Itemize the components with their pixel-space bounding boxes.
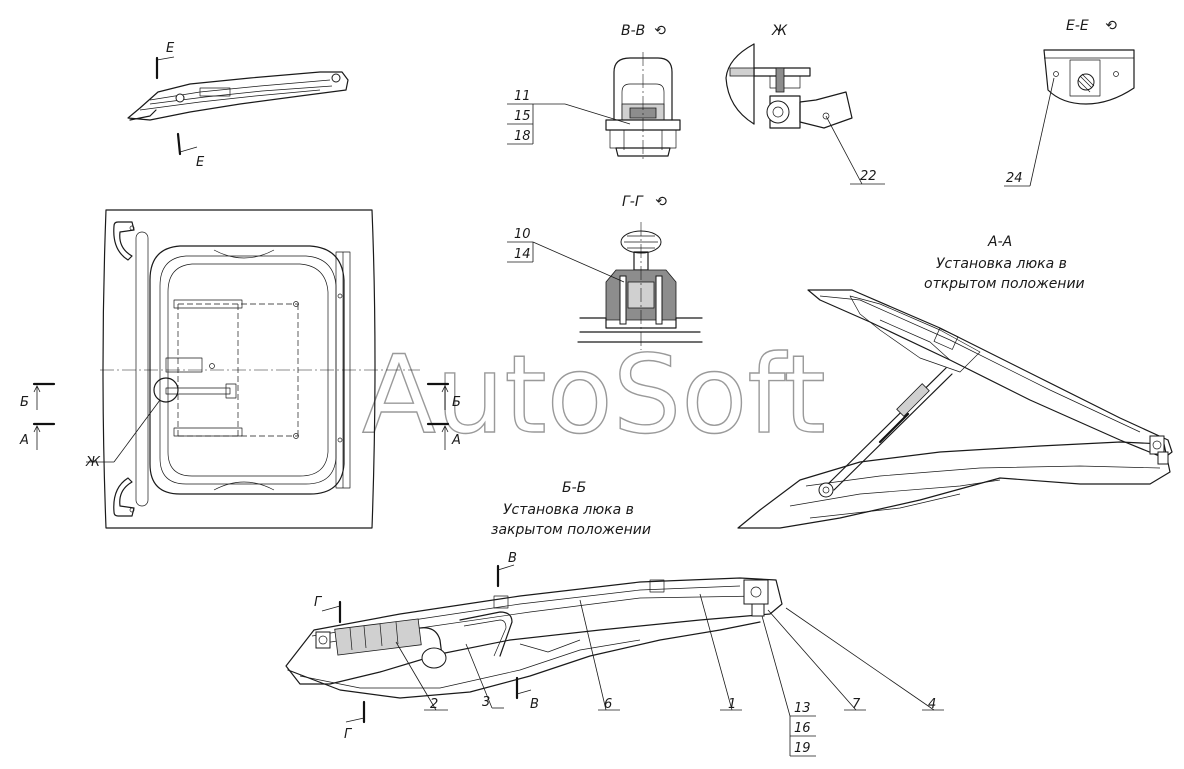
mini-side-view	[127, 71, 349, 121]
section-ee-title: Е-Е	[1066, 18, 1089, 34]
section-bb-drawing: 3 2 6 1 7 4 13 16 19	[285, 577, 944, 757]
svg-text:открытом положении: открытом положении	[924, 276, 1085, 292]
view-zh-title: Ж	[771, 23, 788, 39]
svg-text:Е: Е	[196, 155, 205, 170]
svg-text:Б: Б	[452, 395, 461, 410]
svg-text:⟲: ⟲	[1105, 18, 1118, 34]
callout-group-10-14: 10 14	[507, 227, 625, 283]
svg-text:4: 4	[928, 697, 936, 712]
section-mark-a-left: А	[19, 422, 56, 450]
section-aa-title-block: А-А Установка люка в открытом положении	[924, 234, 1085, 292]
plan-view: Ж	[85, 209, 420, 529]
section-gg: Г-Г ⟲	[577, 194, 703, 350]
svg-text:В: В	[530, 697, 539, 712]
section-mark-b-left: Б	[20, 382, 56, 410]
callout-group-11-15-18: 11 15 18	[507, 89, 631, 145]
svg-text:⟲: ⟲	[654, 23, 667, 39]
svg-text:6: 6	[604, 697, 612, 712]
section-mark-v-top: В	[496, 551, 517, 588]
svg-text:А: А	[451, 433, 461, 448]
svg-text:⟲: ⟲	[655, 194, 668, 210]
svg-text:А: А	[19, 433, 29, 448]
svg-text:закрытом положении: закрытом положении	[491, 522, 651, 538]
svg-text:16: 16	[794, 721, 811, 736]
section-mark-g-top: Г	[314, 595, 342, 624]
section-mark-e-top: Е	[155, 41, 175, 80]
svg-text:13: 13	[794, 701, 811, 716]
svg-text:Ж: Ж	[85, 455, 101, 470]
svg-text:3: 3	[482, 695, 490, 710]
svg-text:Г: Г	[314, 595, 323, 610]
svg-text:1: 1	[728, 697, 736, 712]
svg-text:7: 7	[852, 697, 861, 712]
section-mark-a-right: А	[426, 422, 461, 450]
svg-text:А-А: А-А	[987, 234, 1012, 250]
svg-text:Б-Б: Б-Б	[562, 480, 586, 496]
svg-text:22: 22	[860, 169, 877, 184]
svg-text:10: 10	[514, 227, 531, 242]
section-ee: Е-Е ⟲ 24	[1004, 18, 1135, 187]
watermark: AutoSoft	[362, 333, 826, 458]
svg-text:2: 2	[430, 697, 438, 712]
view-zh: Ж 22	[725, 23, 885, 185]
section-vv-title: В-В	[621, 23, 645, 39]
svg-text:Установка люка в: Установка люка в	[503, 502, 634, 518]
svg-text:18: 18	[514, 129, 531, 144]
section-mark-e-bottom: Е	[176, 132, 205, 170]
svg-text:Б: Б	[20, 395, 29, 410]
svg-text:В: В	[508, 551, 517, 566]
svg-text:14: 14	[514, 247, 531, 262]
section-vv: В-В ⟲	[605, 23, 681, 162]
section-gg-title: Г-Г	[622, 194, 644, 210]
svg-text:15: 15	[514, 109, 531, 124]
section-mark-g-bottom: Г	[344, 700, 366, 742]
svg-text:11: 11	[514, 89, 531, 104]
svg-text:19: 19	[794, 741, 811, 756]
svg-text:Е: Е	[166, 41, 175, 56]
section-mark-b-right: Б	[426, 382, 461, 410]
section-aa-drawing	[737, 289, 1173, 529]
section-mark-v-bottom: В	[515, 676, 539, 712]
svg-text:24: 24	[1006, 171, 1023, 186]
section-bb-title-block: Б-Б Установка люка в закрытом положении	[491, 480, 651, 538]
svg-text:Г: Г	[344, 727, 353, 742]
svg-text:Установка люка в: Установка люка в	[936, 256, 1067, 272]
